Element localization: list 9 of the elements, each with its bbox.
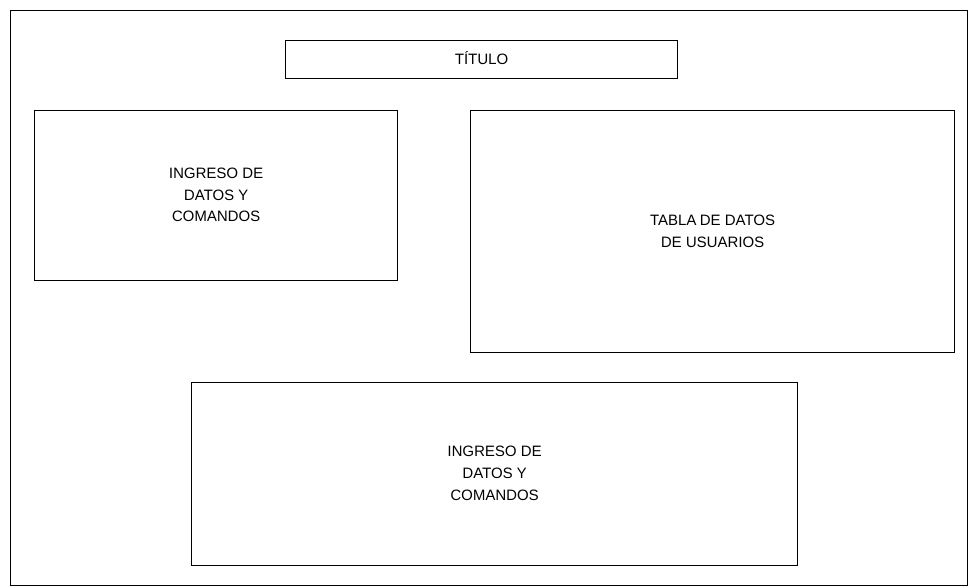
frame-border	[10, 10, 968, 586]
title-label: TÍTULO	[454, 50, 508, 70]
input-panel	[34, 110, 398, 281]
title-box	[285, 40, 678, 79]
table-panel	[470, 110, 955, 353]
panel-label: TABLA DE DATOS DE USUARIOS	[648, 210, 776, 252]
input-panel	[191, 382, 798, 566]
panel-label: INGRESO DE DATOS Y COMANDOS	[168, 164, 264, 228]
panel-label: INGRESO DE DATOS Y COMANDOS	[446, 442, 543, 506]
